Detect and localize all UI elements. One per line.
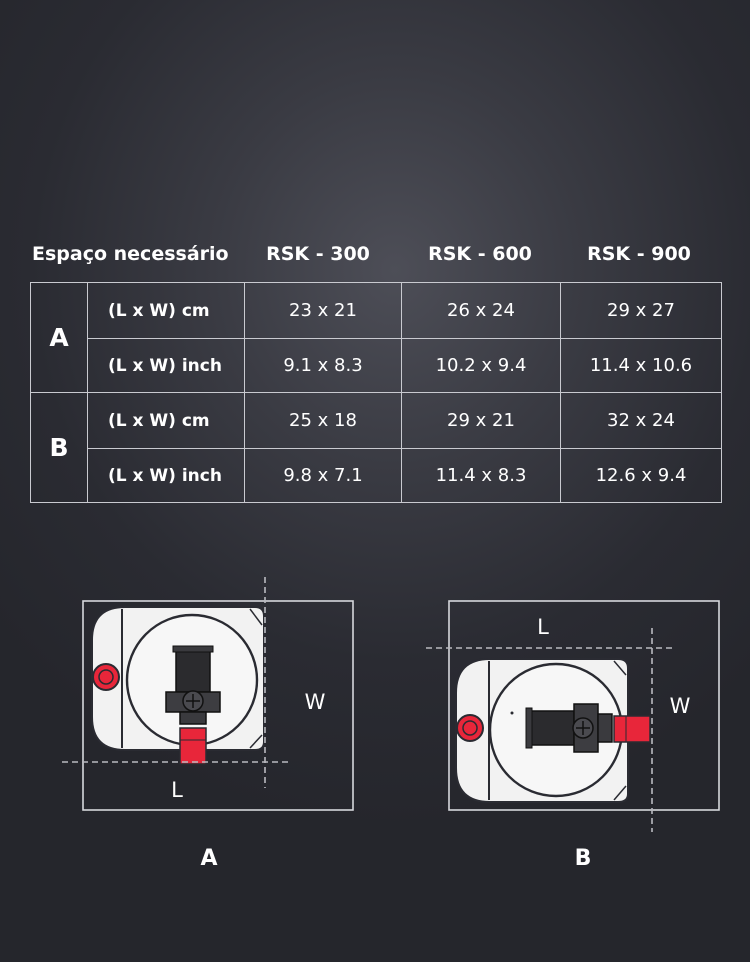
device-b-knob: [456, 714, 484, 742]
device-b-pump: [529, 710, 575, 746]
value-cell: 29 x 21: [401, 392, 561, 449]
table-row: B (L x W) cm 25 x 18 29 x 21 32 x 24: [30, 392, 722, 503]
dimension-label-a-l: L: [171, 778, 183, 802]
table-row: A (L x W) cm 23 x 21 26 x 24 29 x 27: [30, 282, 722, 393]
space-requirements-table: A (L x W) cm 23 x 21 26 x 24 29 x 27 (L …: [30, 282, 722, 503]
value-cell: 11.4 x 10.6: [560, 338, 722, 393]
unit-cell: (L x W) cm: [87, 392, 245, 449]
device-b-outlet: [613, 715, 651, 743]
value-cell: 9.8 x 7.1: [244, 448, 402, 503]
diagram-b-frame: [448, 600, 720, 811]
device-a-pump: [175, 647, 211, 693]
value-cell: 32 x 24: [560, 392, 722, 449]
dimension-label-b-l: L: [537, 615, 549, 639]
value-cell: 25 x 18: [244, 392, 402, 449]
device-a-outlet: [179, 727, 207, 765]
unit-cell: (L x W) inch: [87, 448, 245, 503]
value-cell: 12.6 x 9.4: [560, 448, 722, 503]
header-space-required: Espaço necessário: [32, 243, 229, 265]
header-rsk-900: RSK - 900: [587, 243, 691, 265]
header-rsk-600: RSK - 600: [428, 243, 532, 265]
dimension-label-b-w: W: [670, 694, 691, 718]
value-cell: 23 x 21: [244, 282, 402, 339]
diagram-a-caption: A: [200, 846, 218, 871]
diagram-a-frame: [82, 600, 354, 811]
table-row: (L x W) inch 9.1 x 8.3 10.2 x 9.4 11.4 x…: [31, 338, 722, 393]
dimension-label-a-w: W: [305, 690, 326, 714]
group-label-a: A: [30, 282, 88, 393]
device-a-knob: [92, 663, 120, 691]
unit-cell: (L x W) inch: [87, 338, 245, 393]
value-cell: 29 x 27: [560, 282, 722, 339]
value-cell: 26 x 24: [401, 282, 561, 339]
value-cell: 9.1 x 8.3: [244, 338, 402, 393]
diagram-b-caption: B: [574, 846, 592, 871]
header-rsk-300: RSK - 300: [266, 243, 370, 265]
table-row: (L x W) inch 9.8 x 7.1 11.4 x 8.3 12.6 x…: [31, 448, 722, 503]
diagram-a: W L: [62, 577, 354, 811]
diagram-b: W L: [426, 600, 720, 832]
